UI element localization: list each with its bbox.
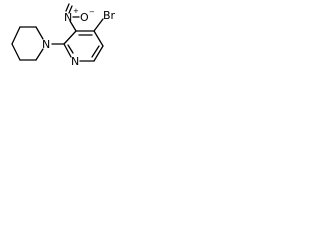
bond-c4-c5 xyxy=(93,30,104,47)
bond-pip-c6-n xyxy=(35,48,44,61)
atom-nitrogen-piperidine: N xyxy=(42,38,50,51)
bond-n1-c2-double xyxy=(67,44,74,54)
atom-nitrogen-nitro: N xyxy=(64,11,72,24)
bond-nitro-n-o-double xyxy=(68,5,73,14)
charge-oxygen-nitro: − xyxy=(89,8,95,16)
bond-n1-c2 xyxy=(63,43,72,58)
atom-labels: O − N + Br N N xyxy=(42,7,116,68)
bond-c5-br xyxy=(93,18,104,32)
charge-nitrogen-nitro: + xyxy=(73,7,79,15)
bonds xyxy=(11,3,104,62)
molecule-structure: O − N + Br N N xyxy=(11,3,116,68)
bond-c2-c3 xyxy=(63,30,77,45)
bond-c3-nitro-n xyxy=(69,20,77,32)
bond-pip-n-c2 xyxy=(35,26,44,40)
atom-bromine: Br xyxy=(103,9,116,22)
bond-nitro-n-o-double-2 xyxy=(65,3,70,12)
bond-pip-c3-c4 xyxy=(11,26,21,45)
bond-c5-c6 xyxy=(93,45,104,62)
atom-nitrogen-pyridine: N xyxy=(71,55,79,68)
bond-pip-c4-c5 xyxy=(11,43,21,61)
atom-oxygen-nitro: O xyxy=(80,11,89,24)
bond-c5-c6-double xyxy=(91,45,100,58)
